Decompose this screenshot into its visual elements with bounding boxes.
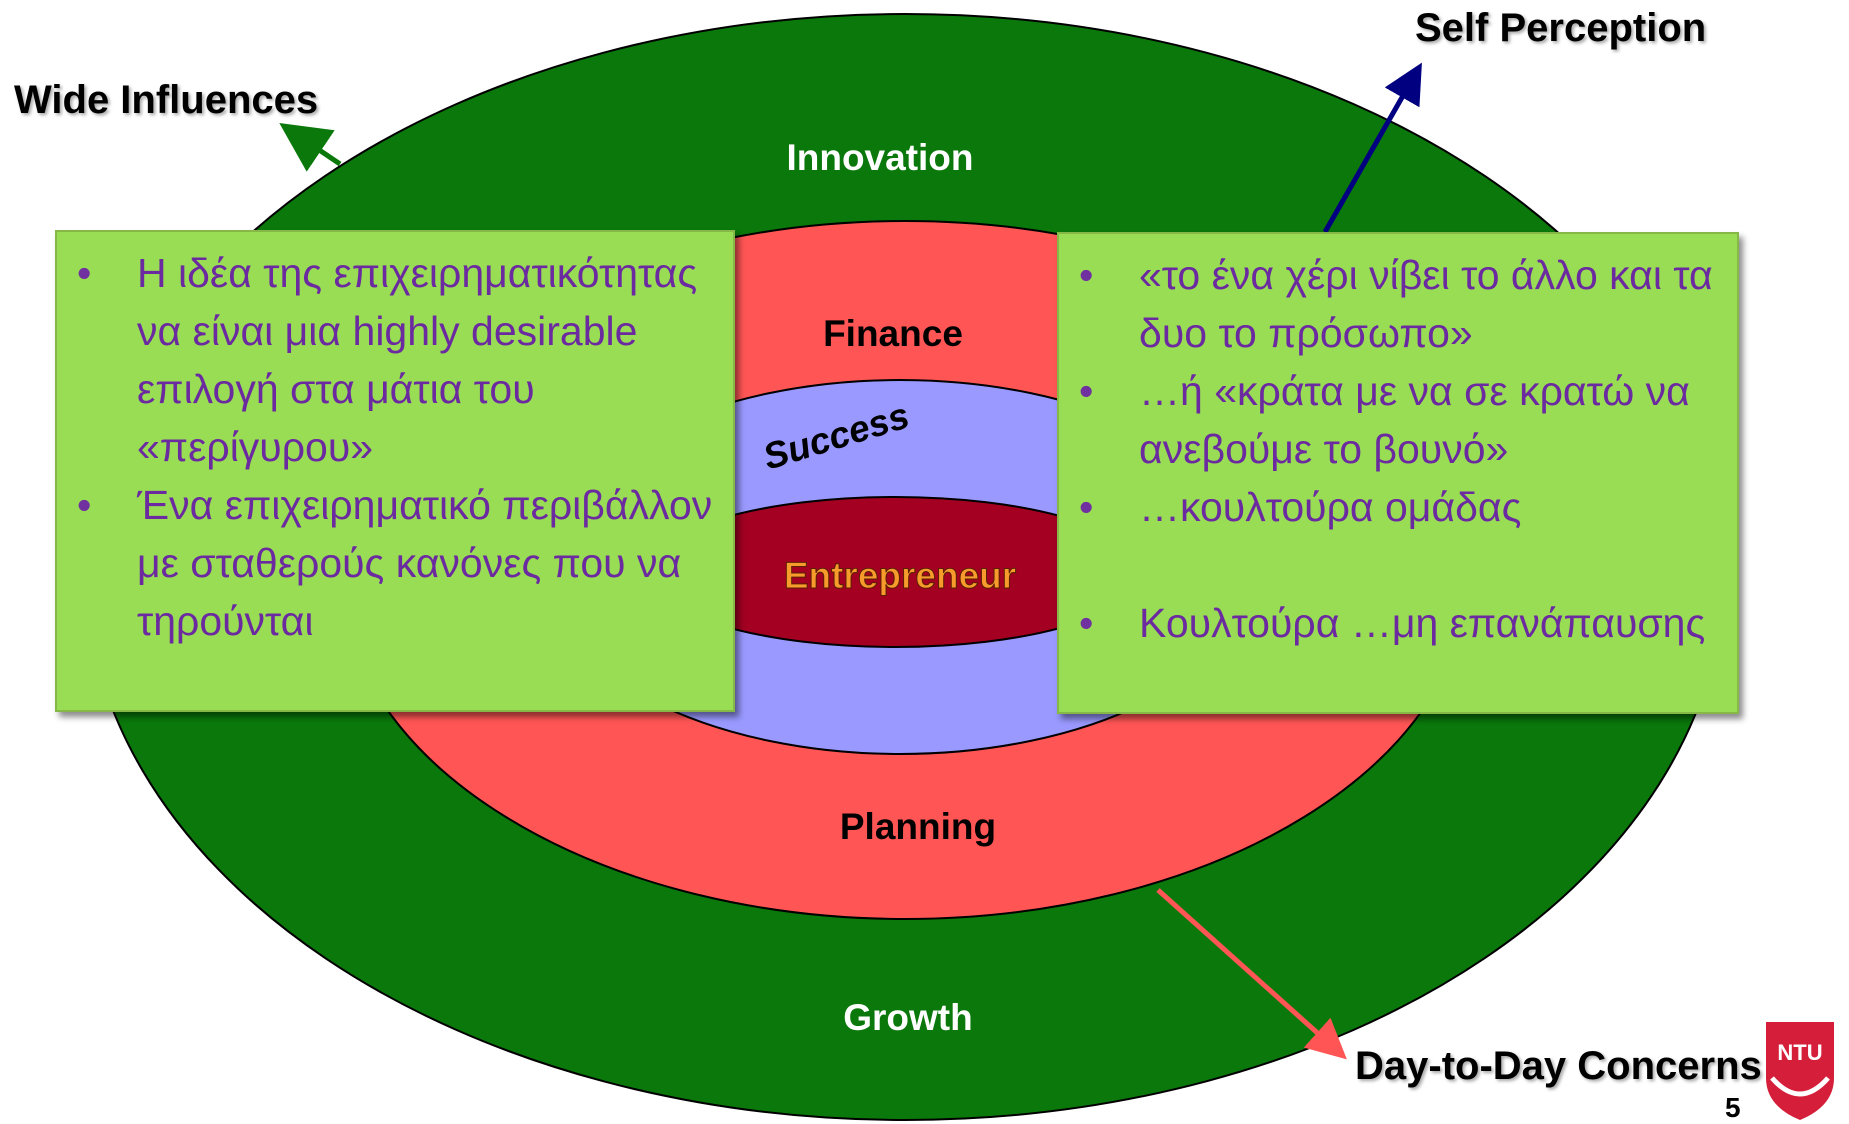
self-perception-arrow [1322,62,1422,234]
right-bullet-box: «το ένα χέρι νίβει το άλλο και τα δυο το… [1057,232,1739,714]
left-bullet-box: Η ιδέα της επιχειρηματικότητας να είναι … [55,230,735,712]
day-to-day-arrow [1156,888,1347,1060]
wide-influences-arrow [279,123,342,172]
ntu-logo-text: NTU [1777,1040,1822,1065]
right-bullet-4: Κουλτούρα …μη επανάπαυσης [1059,594,1737,652]
growth-label: Growth [843,997,972,1038]
wide-influences-label: Wide Influences [14,78,319,122]
left-bullet-2: Ένα επιχειρηματικό περιβάλλον με σταθερο… [57,476,733,650]
right-bullet-spacer [1059,536,1737,594]
entrepreneur-label: Entrepreneur [784,555,1016,596]
left-bullet-1: Η ιδέα της επιχειρηματικότητας να είναι … [57,244,733,476]
right-bullet-3: …κουλτούρα ομάδας [1059,478,1737,536]
self-perception-label: Self Perception [1415,6,1707,50]
innovation-label: Innovation [786,137,973,178]
day-to-day-concerns-label: Day-to-Day Concerns [1355,1044,1762,1088]
right-bullet-1: «το ένα χέρι νίβει το άλλο και τα δυο το… [1059,246,1737,362]
planning-label: Planning [840,806,996,847]
page-number: 5 [1725,1092,1741,1123]
ntu-logo-icon: NTU [1766,1022,1834,1120]
finance-label: Finance [823,313,963,354]
right-bullet-2: …ή «κράτα με να σε κρατώ να ανεβούμε το … [1059,362,1737,478]
